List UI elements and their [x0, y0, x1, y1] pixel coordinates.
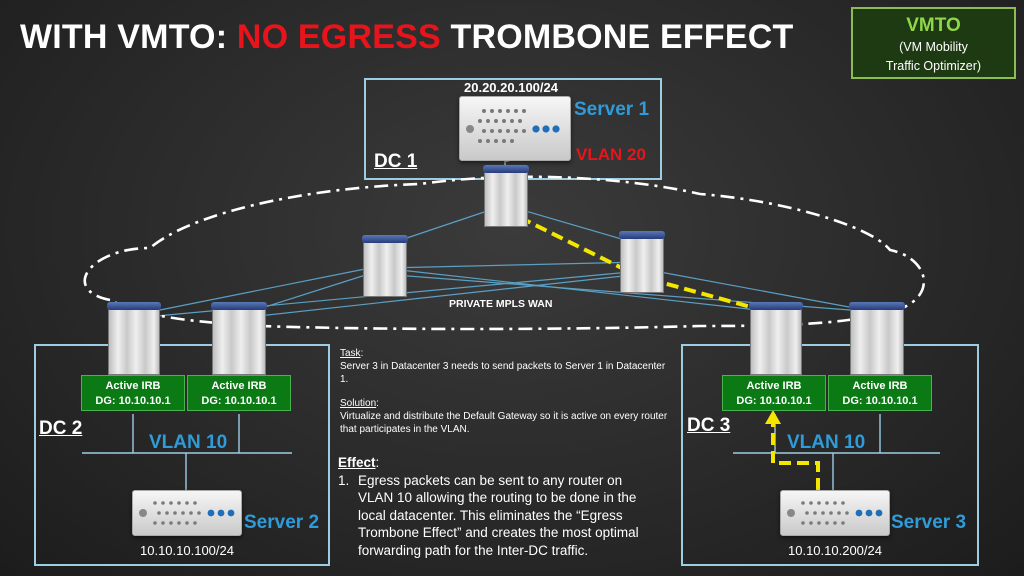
- irb-title: Active IRB: [105, 380, 161, 392]
- dc2-vlan-label: VLAN 10: [149, 432, 228, 453]
- vent-grille: [153, 501, 201, 525]
- dc1-router-icon[interactable]: [483, 165, 529, 227]
- status-leds-icon: [532, 125, 560, 133]
- server-2[interactable]: [132, 490, 242, 536]
- effect-number: 1.: [338, 472, 350, 488]
- dc3-vlan-label: VLAN 10: [787, 432, 866, 453]
- dc2-server-ip: 10.10.10.100/24: [140, 543, 234, 558]
- dc2-box: [34, 344, 330, 566]
- irb-gateway: DG: 10.10.10.1: [201, 395, 277, 407]
- vmto-line2: Traffic Optimizer): [885, 59, 982, 73]
- wan-cloud: [83, 175, 926, 331]
- server-1[interactable]: [459, 96, 571, 161]
- dc1-vlan-label: VLAN 20: [576, 145, 646, 164]
- irb-gateway: DG: 10.10.10.1: [95, 395, 171, 407]
- wan-link: [385, 261, 643, 269]
- path-arrow: [765, 410, 781, 424]
- server-3-label: Server 3: [891, 512, 967, 533]
- effect-heading: Effect: [338, 455, 376, 470]
- solution-heading: Solution: [340, 398, 377, 409]
- dc2-label: DC 2: [39, 418, 83, 439]
- wan-link: [659, 271, 877, 313]
- power-icon: [466, 125, 474, 133]
- status-leds-icon: [855, 509, 883, 517]
- vent-grille: [478, 109, 526, 143]
- server-3-grille: [787, 501, 883, 525]
- vent-grille: [801, 501, 849, 525]
- dc2-lan: [82, 414, 292, 490]
- task-text: Server 3 in Datacenter 3 needs to send p…: [340, 361, 666, 385]
- wan-link: [239, 274, 633, 319]
- dc3-server-ip: 10.10.10.200/24: [788, 543, 882, 558]
- solution-block: Solution: Virtualize and distribute the …: [340, 397, 670, 436]
- title-prefix: WITH VMTO:: [20, 18, 237, 56]
- server-3[interactable]: [780, 490, 890, 536]
- dc3-router-icon[interactable]: [849, 302, 905, 375]
- dc2-irb-1: Active IRB DG: 10.10.10.1: [81, 375, 185, 411]
- dc1-label: DC 1: [374, 151, 418, 172]
- effect-item: 1. Egress packets can be sent to any rou…: [338, 472, 668, 560]
- wan-router-icon[interactable]: [362, 235, 408, 297]
- effect-block: Effect: 1. Egress packets can be sent to…: [338, 454, 668, 559]
- irb-title: Active IRB: [852, 380, 908, 392]
- dc2-irb-2: Active IRB DG: 10.10.10.1: [187, 375, 291, 411]
- status-leds-icon: [207, 509, 235, 517]
- dc3-irb-1: Active IRB DG: 10.10.10.1: [722, 375, 826, 411]
- dc1-server-ip: 20.20.20.100/24: [464, 80, 558, 95]
- wan-link: [134, 267, 371, 316]
- dc3-irb-2: Active IRB DG: 10.10.10.1: [828, 375, 932, 411]
- wan-label: PRIVATE MPLS WAN: [449, 298, 553, 310]
- page-title: WITH VMTO: NO EGRESS TROMBONE EFFECT: [20, 18, 793, 57]
- irb-gateway: DG: 10.10.10.1: [842, 395, 918, 407]
- effect-text: Egress packets can be sent to any router…: [358, 472, 639, 558]
- vmto-line1: (VM Mobility: [899, 40, 968, 54]
- dc2-router-icon[interactable]: [107, 302, 161, 375]
- wan-router-icon[interactable]: [619, 231, 665, 293]
- wan-link: [399, 269, 776, 313]
- server-2-label: Server 2: [244, 512, 320, 533]
- dc3-box: [681, 344, 979, 566]
- server-2-grille: [139, 501, 235, 525]
- power-icon: [139, 509, 147, 517]
- task-block: Task: Server 3 in Datacenter 3 needs to …: [340, 347, 670, 386]
- irb-gateway: DG: 10.10.10.1: [736, 395, 812, 407]
- dc3-router-icon[interactable]: [749, 302, 803, 375]
- irb-title: Active IRB: [746, 380, 802, 392]
- task-heading: Task: [340, 348, 361, 359]
- vmto-title: VMTO: [906, 15, 961, 36]
- title-highlight: NO EGRESS: [236, 18, 441, 56]
- server-1-label: Server 1: [574, 99, 650, 120]
- vmto-box: VMTO (VM Mobility Traffic Optimizer): [851, 7, 1016, 79]
- dc2-router-icon[interactable]: [211, 302, 267, 375]
- power-icon: [787, 509, 795, 517]
- path-local: [771, 420, 820, 508]
- server-1-grille: [466, 109, 560, 143]
- dc3-label: DC 3: [687, 415, 731, 436]
- irb-title: Active IRB: [211, 380, 267, 392]
- solution-text: Virtualize and distribute the Default Ga…: [340, 411, 668, 435]
- title-suffix: TROMBONE EFFECT: [440, 18, 794, 56]
